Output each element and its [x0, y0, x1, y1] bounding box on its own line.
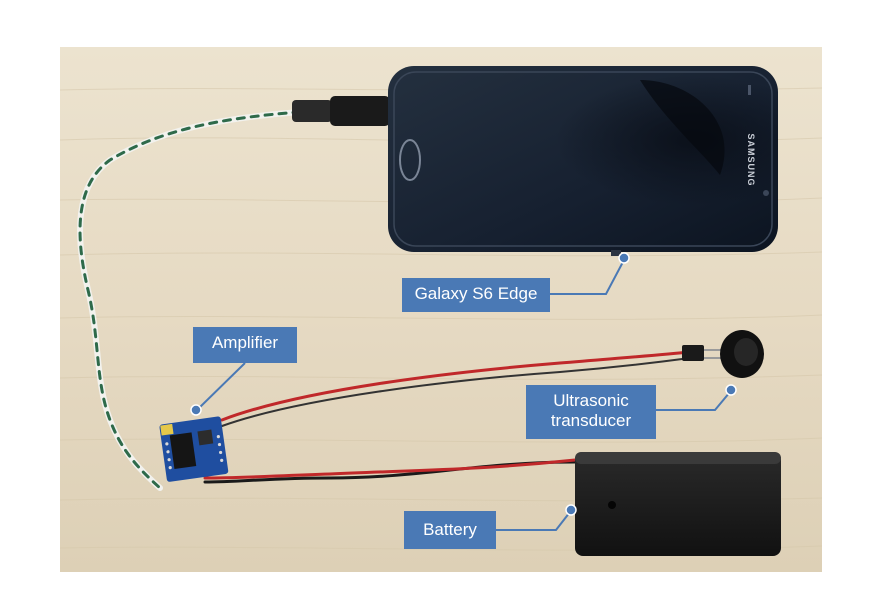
transducer-wires [220, 350, 692, 427]
callout-battery: Battery [404, 511, 496, 549]
callout-galaxy-s6-edge: Galaxy S6 Edge [402, 278, 550, 312]
callout-galaxy-text: Galaxy S6 Edge [414, 284, 538, 303]
hardware-photo: SAMSUNG [60, 47, 822, 572]
callout-amplifier-text: Amplifier [211, 333, 279, 352]
callout-battery-text: Battery [423, 520, 477, 539]
amplifier-board [159, 416, 229, 482]
callout-ultrasonic-line2: transducer [550, 411, 632, 430]
leader-dots [190, 252, 737, 516]
callout-ultrasonic-line1: Ultrasonic [553, 391, 629, 410]
ultrasonic-transducer [704, 330, 764, 378]
home-button [399, 139, 421, 181]
callout-ultrasonic-transducer: Ultrasonic transducer [526, 385, 656, 439]
jumper-connector [682, 345, 704, 361]
usb-plug [292, 96, 390, 126]
battery-box [575, 452, 781, 556]
battery-wires [203, 458, 577, 484]
leader-lines [196, 259, 731, 531]
phone: SAMSUNG [388, 66, 778, 256]
callout-amplifier: Amplifier [193, 327, 297, 363]
usb-cable [77, 109, 303, 491]
phone-brand: SAMSUNG [746, 133, 756, 186]
